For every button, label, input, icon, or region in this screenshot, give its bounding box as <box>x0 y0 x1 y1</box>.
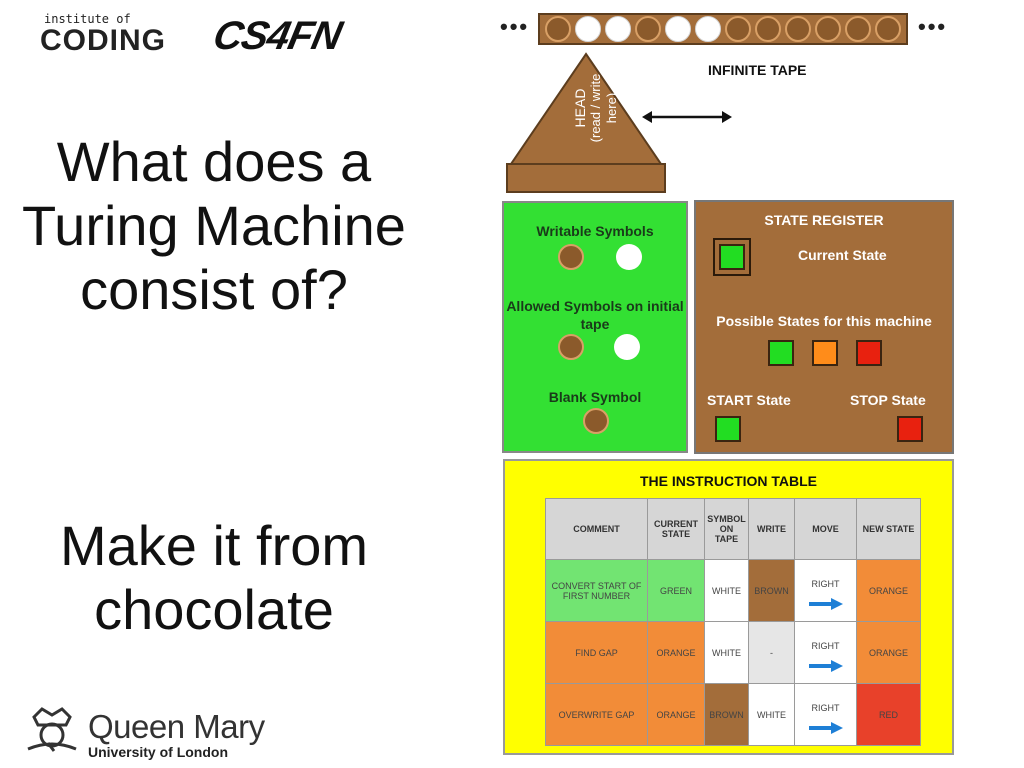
state-register-title: STATE REGISTER <box>764 212 884 228</box>
tape-ellipsis-right: ••• <box>918 14 948 39</box>
instruction-table: COMMENT CURRENT STATE SYMBOL ON TAPE WRI… <box>545 498 921 746</box>
allowed-white-symbol <box>614 334 640 360</box>
symbols-panel: Writable Symbols Allowed Symbols on init… <box>502 201 688 453</box>
row3-move: RIGHT <box>794 683 857 746</box>
slide-question: What does a Turing Machine consist of? <box>22 130 406 321</box>
writable-symbols-label: Writable Symbols <box>536 223 654 239</box>
tape-cell-white <box>605 16 631 42</box>
row1-move-label: RIGHT <box>811 578 840 589</box>
tape-cell-brown <box>875 16 901 42</box>
row2-comment: FIND GAP <box>545 621 648 684</box>
header-comment: COMMENT <box>545 498 648 560</box>
state-register-panel: STATE REGISTER Current State Possible St… <box>694 200 954 454</box>
slide-answer: Make it from chocolate <box>59 514 369 641</box>
row1-write: BROWN <box>748 559 795 622</box>
header-move: MOVE <box>794 498 857 560</box>
header-new-state: NEW STATE <box>856 498 921 560</box>
crown-icon <box>27 707 77 752</box>
tape-cell-white <box>695 16 721 42</box>
tape-cell-brown <box>845 16 871 42</box>
head-subtitle: (read / write here) <box>588 73 619 143</box>
row3-symbol: BROWN <box>704 683 749 746</box>
row3-write: WHITE <box>748 683 795 746</box>
row2-symbol: WHITE <box>704 621 749 684</box>
tape-label: INFINITE TAPE <box>708 62 807 78</box>
table-row: FIND GAP ORANGE WHITE - RIGHT ORANGE <box>545 621 921 684</box>
table-row: OVERWRITE GAP ORANGE BROWN WHITE RIGHT R… <box>545 683 921 746</box>
right-arrow-icon <box>809 722 843 734</box>
head-move-arrow-icon <box>642 111 732 123</box>
tape-cell-brown <box>815 16 841 42</box>
cs4fn-logo: CS4FN <box>209 14 345 58</box>
tape-cell-brown <box>635 16 661 42</box>
row2-move-label: RIGHT <box>811 640 840 651</box>
tape-cell-brown <box>785 16 811 42</box>
possible-states-label: Possible States for this machine <box>716 313 932 329</box>
ioc-logo: CODING <box>40 24 166 57</box>
row3-move-label: RIGHT <box>811 702 840 713</box>
stop-state-label: STOP State <box>850 392 926 408</box>
instruction-table-panel: THE INSTRUCTION TABLE COMMENT CURRENT ST… <box>503 459 954 755</box>
row2-move: RIGHT <box>794 621 857 684</box>
tape-cell-brown <box>755 16 781 42</box>
qm-logo-name: Queen Mary <box>88 708 265 745</box>
row3-current-state: ORANGE <box>647 683 705 746</box>
tape-cell-brown <box>725 16 751 42</box>
writable-white-symbol <box>616 244 642 270</box>
possible-state-green <box>768 340 794 366</box>
possible-state-red <box>856 340 882 366</box>
row1-symbol: WHITE <box>704 559 749 622</box>
table-header-row: COMMENT CURRENT STATE SYMBOL ON TAPE WRI… <box>545 498 921 560</box>
infinite-tape <box>538 13 908 45</box>
possible-state-orange <box>812 340 838 366</box>
tape-cell-brown <box>545 16 571 42</box>
row2-new-state: ORANGE <box>856 621 921 684</box>
row1-comment: CONVERT START OF FIRST NUMBER <box>545 559 648 622</box>
start-state-green <box>715 416 741 442</box>
current-state-frame <box>713 238 751 276</box>
current-state-label: Current State <box>798 247 887 263</box>
right-arrow-icon <box>809 660 843 672</box>
row3-comment: OVERWRITE GAP <box>545 683 648 746</box>
head-title: HEAD <box>572 88 588 128</box>
right-arrow-icon <box>809 598 843 610</box>
header-current-state: CURRENT STATE <box>647 498 705 560</box>
head-label: HEAD (read / write here) <box>572 60 620 156</box>
instruction-table-title: THE INSTRUCTION TABLE <box>639 473 818 489</box>
row1-move: RIGHT <box>794 559 857 622</box>
row2-write: - <box>748 621 795 684</box>
header-write: WRITE <box>748 498 795 560</box>
blank-brown-symbol <box>583 408 609 434</box>
writable-brown-symbol <box>558 244 584 270</box>
blank-symbol-label: Blank Symbol <box>548 389 642 405</box>
row1-current-state: GREEN <box>647 559 705 622</box>
qm-logo-subtitle: University of London <box>88 744 228 760</box>
stop-state-red <box>897 416 923 442</box>
tape-cell-white <box>665 16 691 42</box>
header-symbol-on-tape: SYMBOL ON TAPE <box>704 498 749 560</box>
tape-cell-white <box>575 16 601 42</box>
allowed-symbols-label: Allowed Symbols on initial tape <box>506 298 684 332</box>
row2-current-state: ORANGE <box>647 621 705 684</box>
table-row: CONVERT START OF FIRST NUMBER GREEN WHIT… <box>545 559 921 622</box>
row3-new-state: RED <box>856 683 921 746</box>
current-state-green <box>719 244 745 270</box>
ioc-logo-caption: institute of <box>44 12 131 26</box>
row1-new-state: ORANGE <box>856 559 921 622</box>
allowed-brown-symbol <box>558 334 584 360</box>
start-state-label: START State <box>707 392 791 408</box>
tape-head <box>506 52 666 193</box>
tape-ellipsis-left: ••• <box>500 14 530 39</box>
